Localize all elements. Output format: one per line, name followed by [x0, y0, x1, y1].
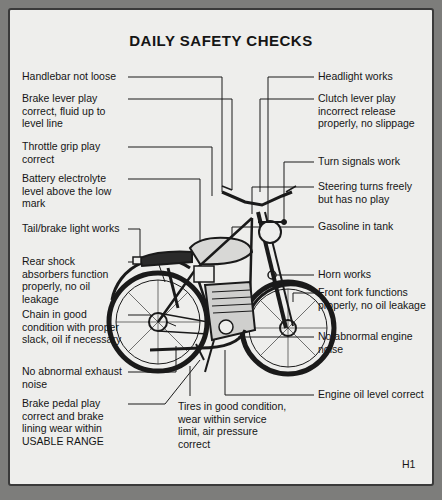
check-label: Clutch lever play incorrect release prop… [318, 92, 426, 130]
check-label: Headlight works [318, 70, 426, 83]
check-label: Tires in good condition, wear within ser… [178, 400, 290, 450]
check-label: Horn works [318, 268, 426, 281]
check-label: Tail/brake light works [22, 222, 124, 235]
check-label: Engine oil level correct [318, 388, 426, 401]
check-label: Steering turns freely but has no play [318, 180, 426, 205]
check-label: Chain in good condition with proper slac… [22, 308, 124, 346]
check-label: Handlebar not loose [22, 70, 124, 83]
check-label: No abnormal engine noise [318, 330, 426, 355]
check-label: Battery electrolyte level above the low … [22, 172, 124, 210]
sticker-code: H1 [402, 458, 428, 471]
diagram-title: DAILY SAFETY CHECKS [10, 32, 432, 49]
check-label: Rear shock absorbers function properly, … [22, 255, 124, 305]
check-label: Brake lever play correct, fluid up to le… [22, 92, 124, 130]
check-label: Throttle grip play correct [22, 140, 124, 165]
leader-lines [128, 77, 314, 404]
check-label: No abnormal exhaust noise [22, 365, 124, 390]
check-label: Front fork functions properly, no oil le… [318, 286, 426, 311]
motorcycle [109, 186, 334, 374]
check-label: Gasoline in tank [318, 220, 426, 233]
check-label: Brake pedal play correct and brake linin… [22, 397, 124, 447]
check-label: Turn signals work [318, 155, 426, 168]
